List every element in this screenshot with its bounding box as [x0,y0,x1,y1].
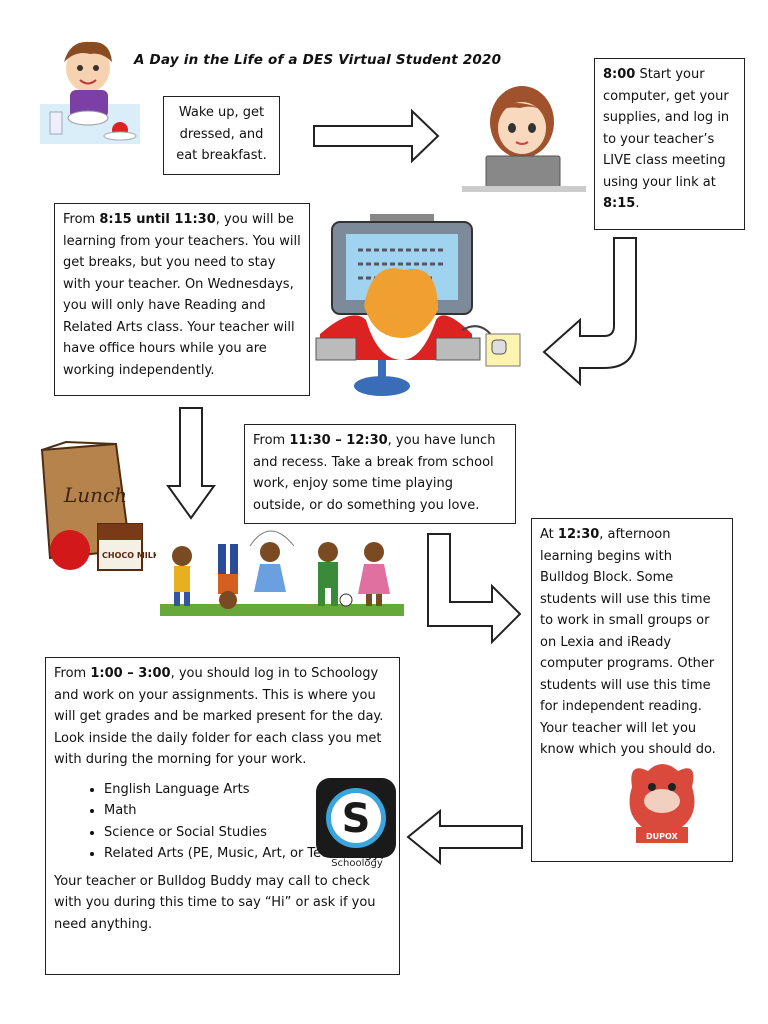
mascot-label: DUPOX [646,832,679,841]
step-1130-text: , you have lunch and recess. Take a brea… [253,433,496,513]
step-815-box: From 8:15 until 11:30, you will be learn… [54,203,310,396]
step-1230-time: 12:30 [557,527,600,542]
lunch-bag-icon: Lunch CHOCO MILK [26,440,156,580]
step-100-lead: From [54,666,91,681]
girl-laptop-icon [462,78,592,194]
kid-computer-icon [312,210,524,406]
step-800-text1: Start your computer, get your supplies, … [603,67,730,190]
list-item: Science or Social Studies [104,822,391,844]
step-815-time: 8:15 until 11:30 [99,212,216,227]
step-800-time2: 8:15 [603,196,636,211]
kids-playing-icon [160,522,404,618]
step-1230-box: At 12:30, afternoon learning begins with… [531,518,733,862]
subject-list: English Language Arts Math Science or So… [54,779,391,865]
schoology-label: Schoology [331,858,383,869]
step-815-lead: From [63,212,100,227]
step-800-time1: 8:00 [603,67,636,82]
step-1230-lead: At [540,527,558,542]
step-1130-box: From 11:30 – 12:30, you have lunch and r… [244,424,516,524]
step-800-text2: . [635,196,640,211]
step-1230-text: , afternoon learning begins with Bulldog… [540,527,716,757]
step-1130-time: 11:30 – 12:30 [289,433,388,448]
step-wake-box: Wake up, get dressed, and eat breakfast. [163,96,280,175]
boy-breakfast-icon [40,32,140,150]
step-815-text: , you will be learning from your teacher… [63,212,301,378]
step-wake-text: Wake up, get dressed, and eat breakfast. [176,105,267,163]
step-100-time: 1:00 – 3:00 [90,666,171,681]
step-100-closing: Your teacher or Bulldog Buddy may call t… [54,873,376,932]
list-item: Math [104,800,391,822]
arrow-left-icon [404,808,524,866]
schoology-letter: S [342,796,371,842]
list-item: English Language Arts [104,779,391,801]
lunch-bag-label: Lunch [63,483,127,507]
step-1130-lead: From [253,433,290,448]
page-title: A Day in the Life of a DES Virtual Stude… [134,52,502,68]
step-800-box: 8:00 Start your computer, get your suppl… [594,58,745,230]
arrow-right-icon [312,108,442,164]
step-100-text: , you should log in to Schoology and wor… [54,666,384,767]
schoology-logo-icon: S Schoology [316,778,398,869]
arrow-curve-icon [540,236,640,386]
bulldog-mascot-icon: DUPOX [622,757,702,845]
arrow-down-icon [166,406,216,520]
arrow-right-icon [424,530,524,650]
list-item: Related Arts (PE, Music, Art, or Technol… [104,843,391,865]
milk-label: CHOCO MILK [102,551,156,560]
